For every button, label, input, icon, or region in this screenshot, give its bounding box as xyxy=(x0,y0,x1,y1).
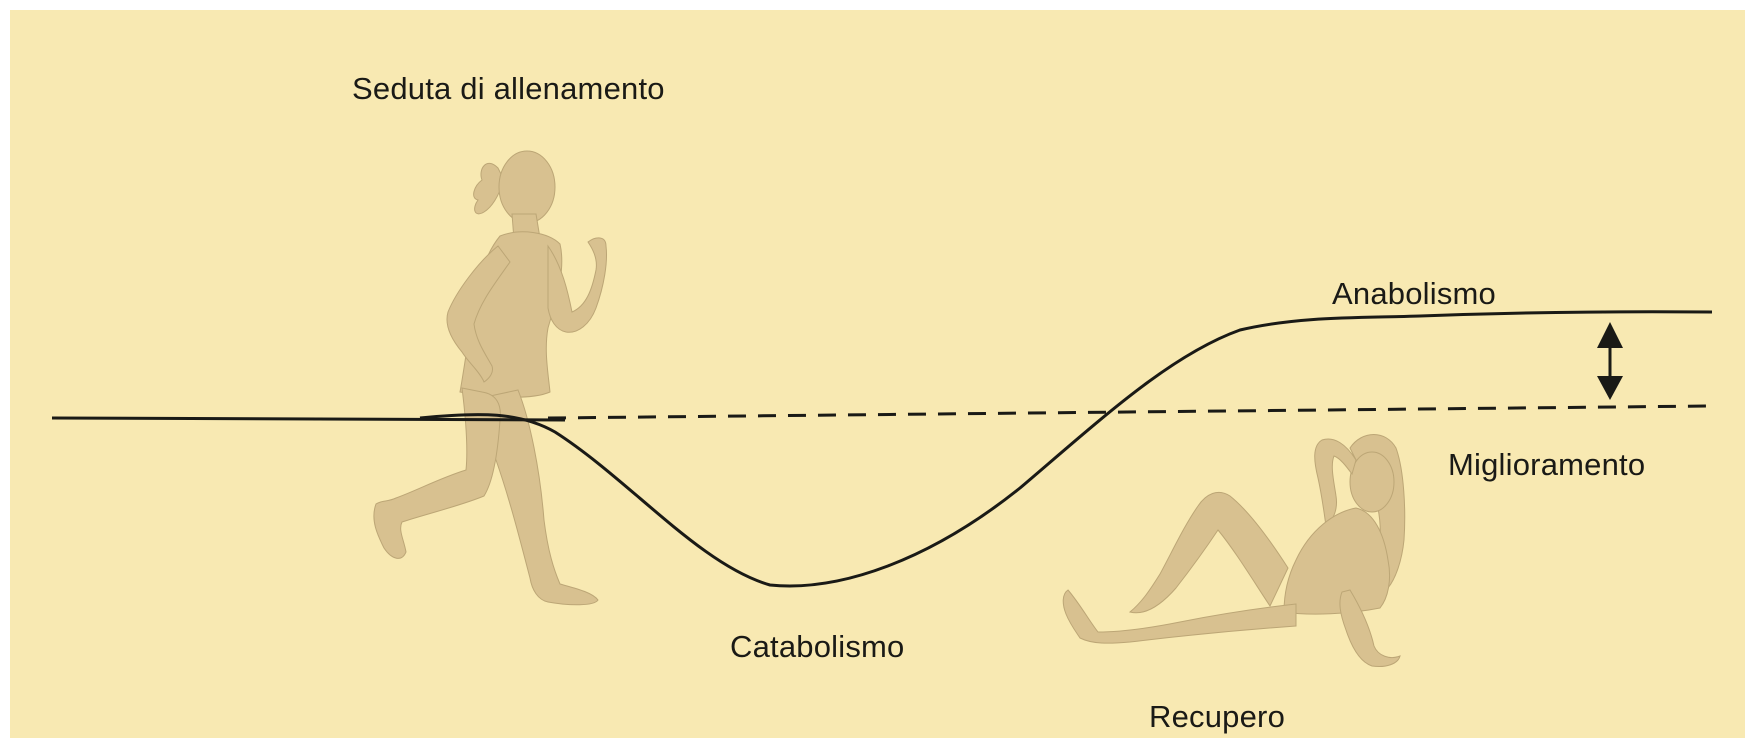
double-arrow-icon xyxy=(1597,322,1623,400)
resting-woman-icon xyxy=(1062,434,1406,667)
supercompensation-curve xyxy=(419,310,1713,588)
catabolism-label: Catabolismo xyxy=(730,629,905,664)
dashed-baseline xyxy=(547,404,1711,420)
running-woman-icon xyxy=(373,150,607,606)
improvement-label: Miglioramento xyxy=(1448,447,1646,482)
anabolism-label: Anabolismo xyxy=(1332,276,1496,311)
baseline-line xyxy=(51,416,566,422)
training-session-label: Seduta di allenamento xyxy=(352,71,665,106)
background-panel xyxy=(10,10,1745,738)
recovery-label: Recupero xyxy=(1149,699,1286,734)
